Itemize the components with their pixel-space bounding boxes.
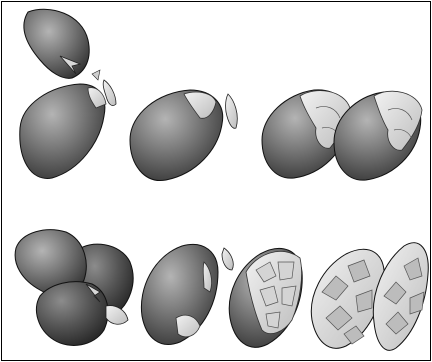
top-step-1 (20, 9, 116, 178)
bottom-step-3 (229, 248, 302, 347)
top-step-3 (262, 90, 422, 180)
hammerstone (24, 9, 89, 78)
bottom-step-2 (141, 244, 233, 344)
detached-flake (222, 248, 233, 270)
detached-flake (106, 306, 128, 325)
bottom-step-1 (15, 230, 133, 346)
small-flake (92, 70, 100, 80)
bottom-step-4 (311, 243, 428, 351)
detached-flake (226, 94, 238, 128)
top-step-2 (130, 90, 237, 181)
